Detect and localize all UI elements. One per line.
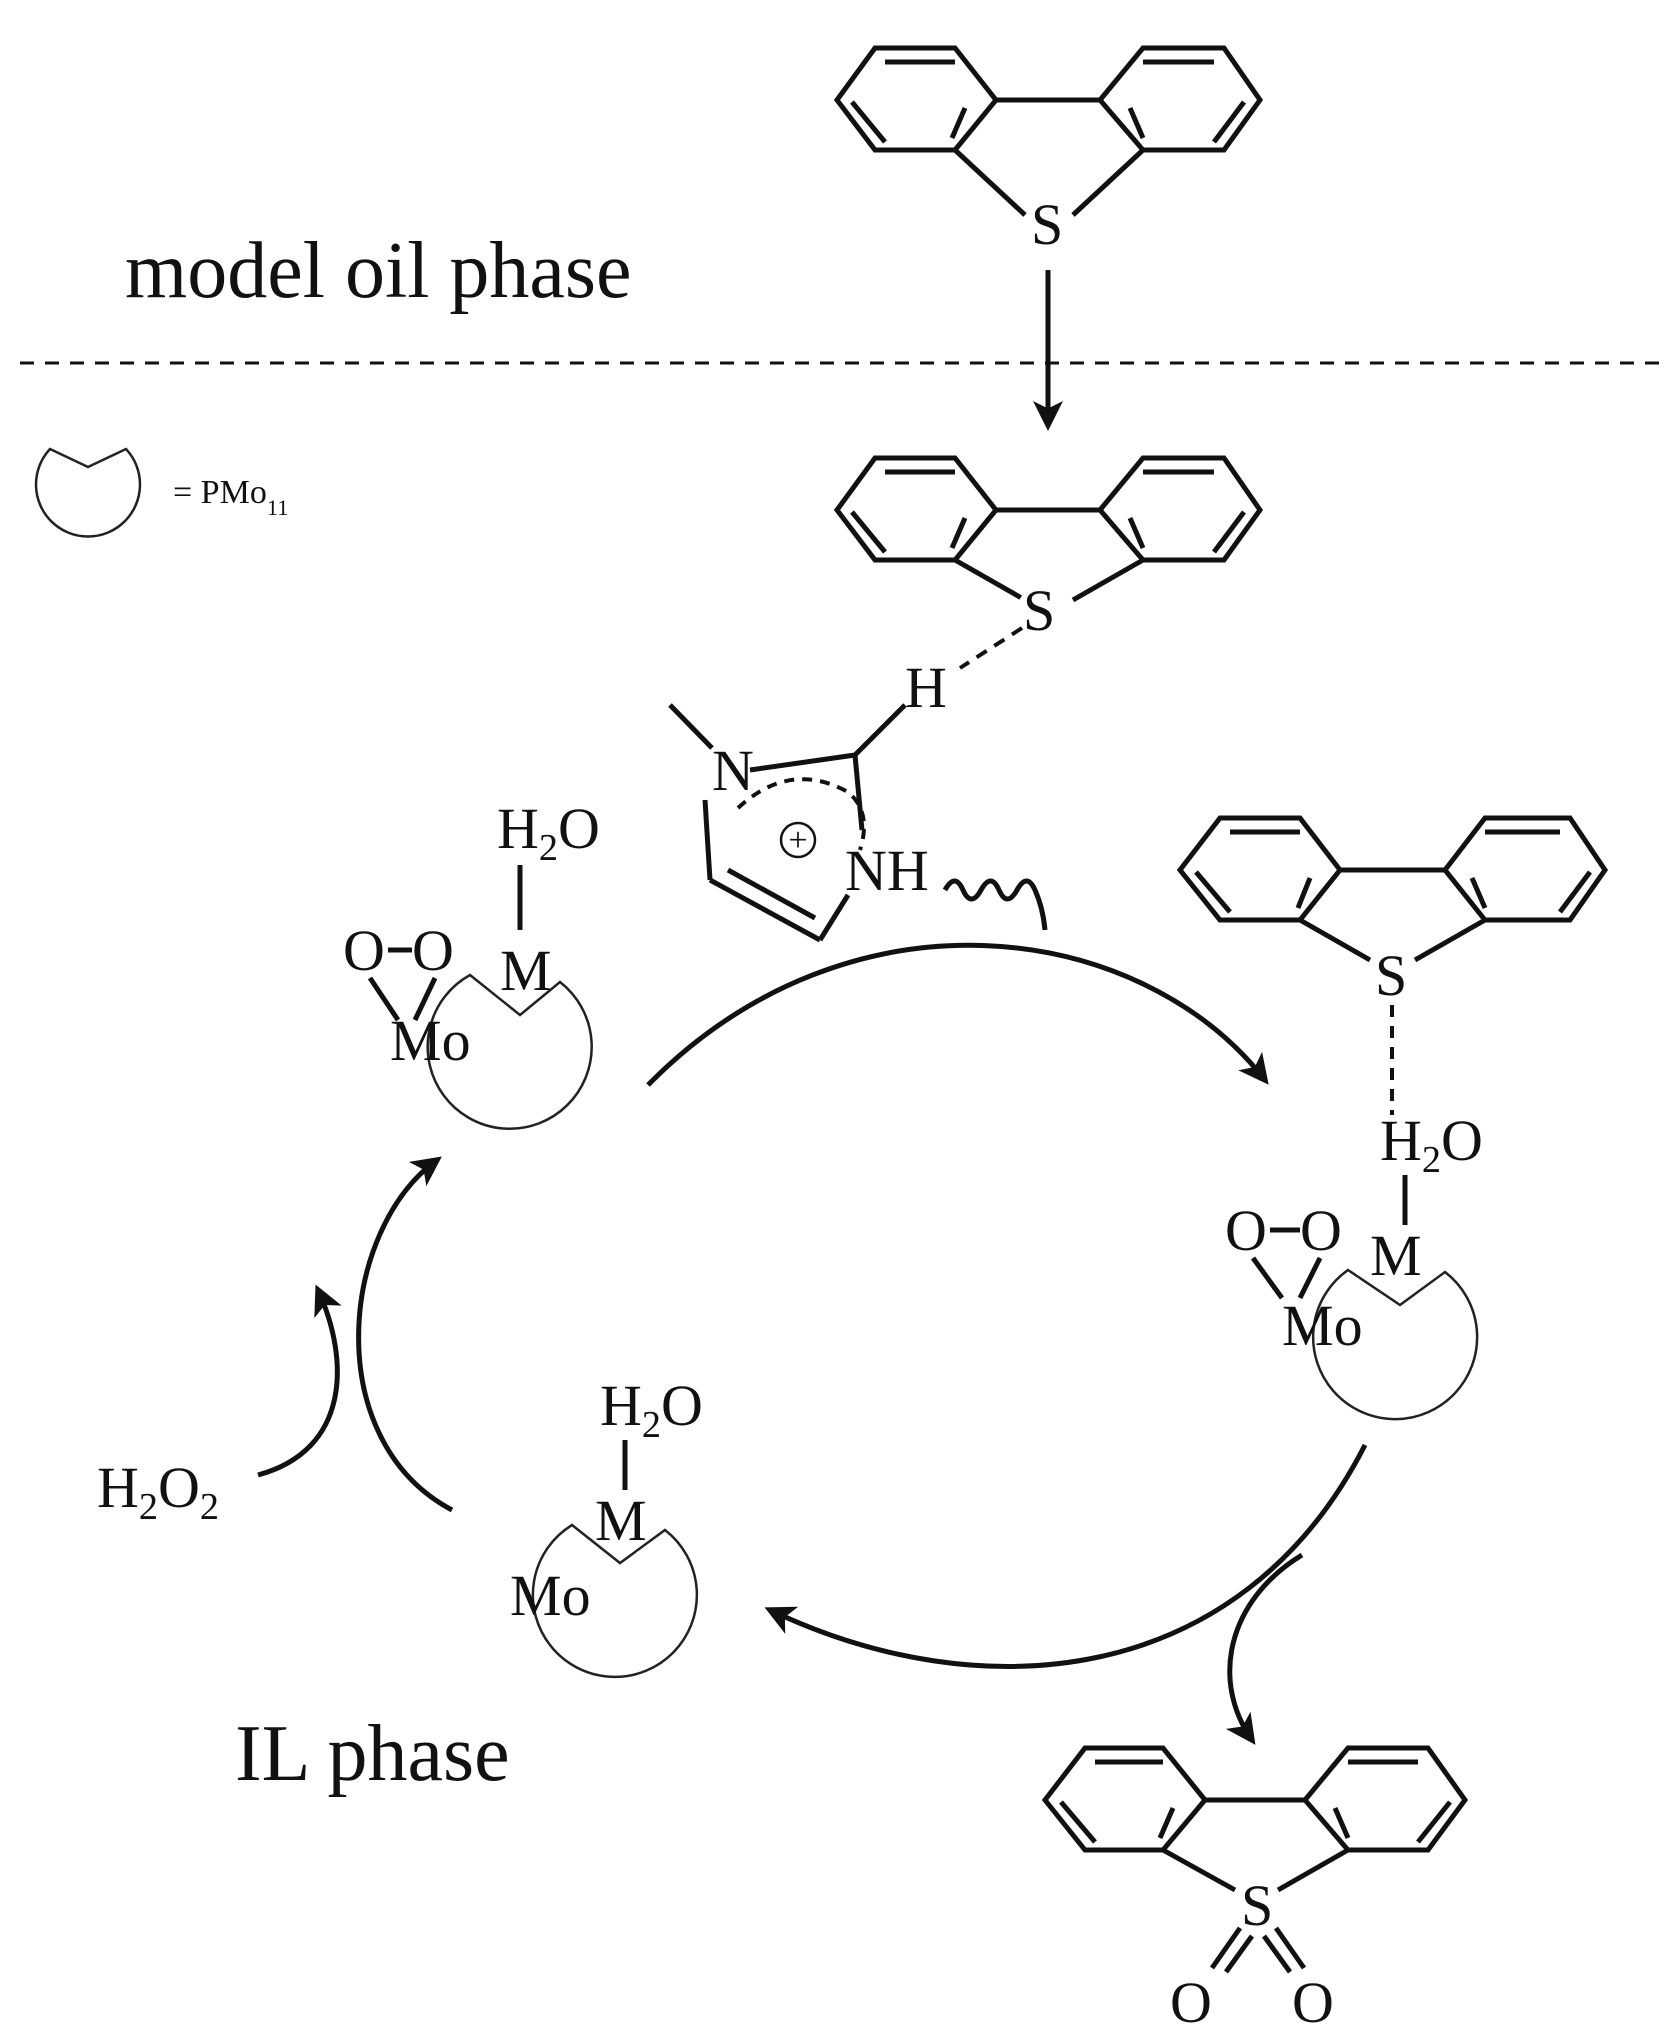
nitrogen-atom: N xyxy=(712,738,754,803)
plus-sign: + xyxy=(788,822,807,859)
metal-atom: M xyxy=(500,938,552,1003)
sulfur-atom: S xyxy=(1375,943,1407,1008)
pmo11-symbol xyxy=(34,447,142,538)
sulfur-atom: S xyxy=(1023,578,1055,643)
cycle-arrow-top xyxy=(646,942,1269,1087)
pmo11-cluster xyxy=(531,1523,699,1679)
oxygen-atom: O xyxy=(1292,1970,1334,2033)
legend: = PMo11 xyxy=(34,447,288,538)
oxygen-atom: O xyxy=(343,918,385,983)
dibenzothiophene-oil-phase: S xyxy=(833,45,1264,257)
cycle-arrow-bottom xyxy=(764,1443,1368,1669)
plus-charge xyxy=(779,821,817,859)
water-ligand: H2O xyxy=(600,1373,703,1446)
oxygen-atom: O xyxy=(1170,1970,1212,2033)
molybdenum-atom: Mo xyxy=(1282,1293,1363,1358)
nh-group: NH xyxy=(845,838,929,903)
pmo11-cluster xyxy=(1311,1268,1479,1421)
molybdenum-atom: Mo xyxy=(390,1008,471,1073)
alkyl-chain xyxy=(942,878,1048,931)
water-ligand: H2O xyxy=(497,796,600,869)
oxygen-atom: O xyxy=(412,918,454,983)
peroxide-entry-arrow xyxy=(257,1284,342,1478)
hydrogen-atom: H xyxy=(905,655,947,720)
peroxo-complex-left: H2O O O M Mo xyxy=(343,796,600,1130)
model-oil-phase-label: model oil phase xyxy=(125,227,632,315)
metal-atom: M xyxy=(595,1488,647,1553)
hydrogen-bond xyxy=(958,626,1024,670)
sulfur-atom: S xyxy=(1031,192,1063,257)
il-phase-label: IL phase xyxy=(235,1710,510,1798)
peroxo-complex-right: H2O O O M Mo xyxy=(1225,1108,1483,1421)
product-release-arrow xyxy=(1225,1552,1304,1745)
sulfur-atom: S xyxy=(1241,1873,1273,1938)
dibenzothiophene-interface: S xyxy=(833,455,1264,643)
dibenzothiophene-bound: S xyxy=(1176,815,1609,1008)
delocalized-charge xyxy=(736,777,866,851)
imidazolium-cation: H N NH + xyxy=(668,655,1048,943)
molybdenum-atom: Mo xyxy=(510,1563,591,1628)
oxygen-atom: O xyxy=(1225,1198,1267,1263)
cycle-arrow-left xyxy=(356,1156,454,1513)
oxygen-atom: O xyxy=(1300,1198,1342,1263)
metal-atom: M xyxy=(1370,1223,1422,1288)
water-ligand: H2O xyxy=(1380,1108,1483,1181)
dibenzothiophene-sulfone: S O O xyxy=(1041,1745,1469,2033)
legend-label: = PMo11 xyxy=(173,474,288,520)
hydrogen-peroxide: H2O2 xyxy=(97,1455,219,1528)
reduced-complex-bottom: H2O M Mo xyxy=(510,1373,703,1679)
pmo11-cluster xyxy=(426,973,593,1130)
